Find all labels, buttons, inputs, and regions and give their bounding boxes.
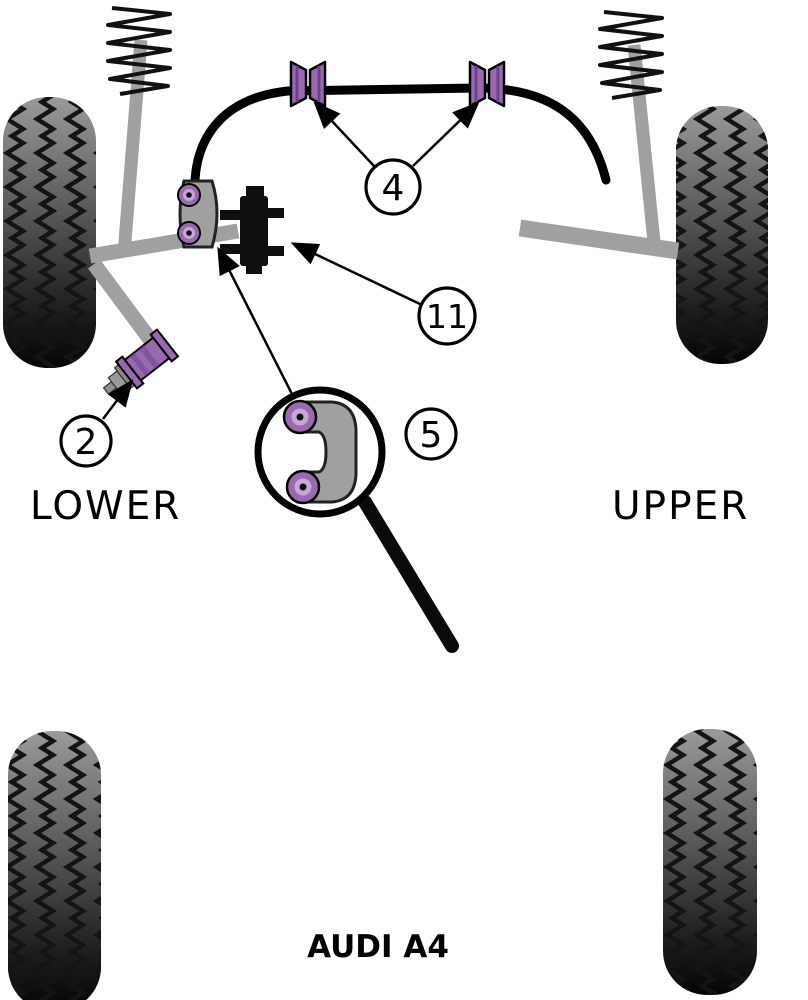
- magnifier-glass: [254, 386, 459, 653]
- tire-tread: [3, 97, 96, 368]
- mount-bolt-right-top: [267, 208, 284, 218]
- bush-rib: [129, 352, 151, 377]
- bracket-bush-upper-dot: [186, 192, 192, 198]
- link-bracket: [177, 179, 219, 249]
- bracket-bush-lower-dot: [186, 230, 192, 236]
- mount-tab-top: [246, 186, 264, 198]
- callout-11-circle: [417, 286, 477, 346]
- detail-bush-lower-dot: [299, 483, 307, 491]
- callout-4: 4: [364, 158, 422, 216]
- arrow-4-to-right-bush: [412, 101, 480, 167]
- callout-4-number: 4: [382, 168, 405, 209]
- lower-arm-bush-assembly: [102, 328, 180, 396]
- callout-2-circle: [59, 414, 113, 468]
- arb-bush-right: [468, 60, 506, 108]
- tire-rear-left: [8, 731, 101, 1000]
- label-upper: UPPER: [612, 484, 749, 529]
- magnifier-handle: [358, 495, 459, 653]
- coil-spring-left: [106, 6, 172, 96]
- coil-spring-right: [598, 10, 664, 100]
- arrow-11-to-mount: [290, 242, 421, 306]
- anti-roll-bar: [190, 83, 611, 218]
- tire-tread: [676, 106, 768, 364]
- arb-bush-left: [289, 60, 327, 108]
- diagram-caption: AUDI A4: [307, 929, 449, 965]
- callout-4-circle: [364, 158, 422, 216]
- mount-body: [240, 196, 268, 266]
- detail-bush-upper-dot: [296, 413, 304, 421]
- arm-right: [518, 219, 680, 260]
- callout-11: 11: [417, 286, 477, 346]
- bush-flange-right: [149, 328, 180, 363]
- callout-2-number: 2: [75, 422, 98, 463]
- callout-11-number: 11: [426, 297, 468, 336]
- mount-bolt-left-bottom: [220, 244, 241, 254]
- tire-rear-right: [663, 729, 757, 995]
- arrow-2-to-bush: [102, 379, 134, 420]
- bush-rib: [138, 345, 160, 370]
- tire-tread: [8, 731, 101, 1000]
- callout-5-circle: [404, 407, 458, 461]
- callout-5-number: 5: [420, 415, 443, 456]
- tire-front-left: [3, 97, 96, 368]
- mount-bolt-left-top: [220, 210, 241, 220]
- mount-tab-bottom: [246, 264, 262, 274]
- lower-arm-left-rear: [87, 259, 165, 355]
- arrow-4-to-left-bush: [313, 101, 375, 167]
- mount-bolt-right-bottom: [267, 246, 284, 256]
- callout-5: 5: [404, 407, 458, 461]
- tire-tread: [663, 729, 757, 995]
- mount-11: [220, 186, 284, 274]
- tire-front-right: [676, 106, 768, 364]
- label-lower: LOWER: [30, 484, 181, 529]
- arrow-magnifier-to-bracket: [217, 246, 298, 403]
- callout-2: 2: [59, 414, 113, 468]
